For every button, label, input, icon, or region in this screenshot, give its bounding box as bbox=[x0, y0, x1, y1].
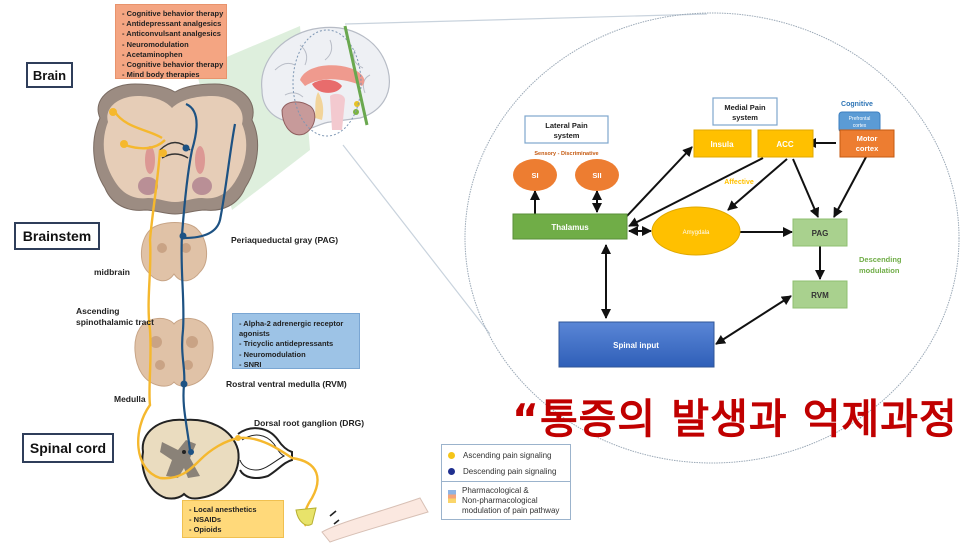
node-rvm-label: RVM bbox=[811, 291, 829, 300]
color-swatch-icon bbox=[448, 490, 456, 503]
node-pag bbox=[792, 218, 848, 247]
node-motor-cortex bbox=[839, 129, 895, 158]
medial-title-line2: system bbox=[732, 113, 758, 122]
node-spinal-input-label: Spinal input bbox=[613, 341, 659, 350]
label-midbrain: midbrain bbox=[94, 267, 130, 277]
treatment-item: - Acetaminophen bbox=[122, 49, 183, 59]
node-si-label: SI bbox=[531, 171, 538, 180]
legend-item-modulation: Pharmacological & Non-pharmacological mo… bbox=[442, 482, 570, 519]
treatment-box-brainstem: - Alpha-2 adrenergic receptor agonists -… bbox=[232, 313, 360, 369]
node-insula bbox=[693, 129, 752, 158]
label-rvm: Rostral ventral medulla (RVM) bbox=[226, 379, 347, 389]
treatment-item: - Neuromodulation bbox=[122, 39, 189, 49]
legend-label: Ascending pain signaling bbox=[463, 450, 552, 460]
arrow-acc-pag bbox=[792, 158, 820, 218]
treatment-item: - Antidepressant analgesics bbox=[122, 19, 222, 29]
descending-modulation-line1: Descending bbox=[859, 255, 902, 264]
descending-modulation-line2: modulation bbox=[859, 266, 900, 275]
treatment-item: - Cognitive behavior therapy bbox=[122, 60, 224, 70]
arrow-motor-pag bbox=[833, 156, 867, 218]
treatment-box-brain: - Cognitive behavior therapy - Antidepre… bbox=[115, 4, 227, 79]
label-ascending-line1: Ascending bbox=[76, 306, 120, 316]
lateral-title-line2: system bbox=[554, 131, 580, 140]
sagittal-brain bbox=[261, 25, 390, 137]
zoom-guide-line-top bbox=[344, 13, 708, 25]
legend-item-descending: Descending pain signaling bbox=[442, 463, 570, 479]
label-drg: Dorsal root ganglion (DRG) bbox=[254, 418, 365, 428]
node-prefrontal-label-1: Prefrontal bbox=[849, 116, 871, 122]
affective-label: Affective bbox=[724, 179, 754, 186]
node-rvm bbox=[792, 280, 848, 309]
page-title: “통증의 발생과 억제과정 ” bbox=[512, 395, 966, 443]
node-prefrontal-label-2: cortex bbox=[853, 123, 867, 129]
arrow-acc-amygdala bbox=[727, 158, 788, 211]
treatment-item: agonists bbox=[239, 329, 270, 339]
navy-dot-icon bbox=[448, 467, 455, 475]
legend: Ascending pain signaling Descending pain… bbox=[441, 444, 571, 520]
region-label-spinal-cord: Spinal cord bbox=[22, 433, 114, 463]
node-prefrontal-cortex bbox=[838, 111, 881, 133]
node-si bbox=[513, 159, 557, 191]
coronal-brain-slice bbox=[93, 83, 259, 215]
magnifier-circle bbox=[464, 12, 960, 464]
region-label-brain: Brain bbox=[26, 62, 73, 88]
sensory-discriminative-label: Sensory - Discriminative bbox=[534, 151, 598, 157]
region-label-brainstem: Brainstem bbox=[14, 222, 100, 250]
treatment-item: - Cognitive behavior therapy bbox=[122, 9, 224, 18]
legend-item-ascending: Ascending pain signaling bbox=[442, 447, 570, 463]
treatment-item: - Tricyclic antidepressants bbox=[239, 339, 334, 349]
node-sii-label: SII bbox=[592, 171, 601, 180]
node-amygdala bbox=[651, 206, 741, 256]
peripheral-nerve-ending bbox=[295, 497, 429, 543]
node-thalamus bbox=[512, 213, 628, 240]
legend-label: modulation of pain pathway bbox=[462, 506, 560, 515]
treatment-item: - NSAIDs bbox=[189, 515, 222, 525]
lateral-pain-system-box bbox=[524, 115, 609, 144]
node-amygdala-label: Amygdala bbox=[683, 230, 710, 236]
treatment-item: - Mind body therapies bbox=[122, 70, 200, 80]
label-ascending-line2: spinothalamic tract bbox=[76, 317, 154, 327]
treatment-item: - Alpha-2 adrenergic receptor bbox=[239, 319, 344, 328]
yellow-dot-icon bbox=[448, 451, 455, 459]
treatment-item: - Neuromodulation bbox=[239, 349, 306, 359]
medial-pain-system-box bbox=[712, 97, 778, 126]
node-thalamus-label: Thalamus bbox=[551, 223, 589, 232]
medulla-section bbox=[134, 318, 214, 387]
legend-label: Pharmacological & bbox=[462, 486, 529, 495]
node-acc bbox=[757, 129, 814, 158]
node-motor-label-1: Motor bbox=[857, 134, 878, 143]
node-insula-label: Insula bbox=[710, 140, 734, 149]
descending-pathway bbox=[180, 102, 237, 451]
treatment-item: - Local anesthetics bbox=[189, 505, 257, 514]
arrow-thalamus-insula bbox=[626, 146, 693, 217]
ascending-pathway bbox=[113, 111, 319, 527]
treatment-item: - Opioids bbox=[189, 525, 222, 535]
node-pag-label: PAG bbox=[812, 229, 829, 238]
zoom-guide-line-bottom bbox=[342, 144, 491, 335]
node-spinal-input bbox=[558, 321, 715, 368]
treatment-item: - SNRI bbox=[239, 359, 262, 369]
node-motor-label-2: cortex bbox=[856, 144, 879, 153]
node-acc-label: ACC bbox=[776, 140, 794, 149]
legend-label: Non-pharmacological bbox=[462, 496, 538, 505]
treatment-box-spinal: - Local anesthetics - NSAIDs - Opioids bbox=[182, 500, 284, 538]
label-pag: Periaqueductal gray (PAG) bbox=[231, 235, 339, 245]
node-sii bbox=[575, 159, 619, 191]
cognitive-label: Cognitive bbox=[841, 101, 873, 108]
arrow-acc-thalamus bbox=[628, 157, 764, 227]
arrow-rvm-spinal bbox=[715, 295, 792, 345]
label-medulla: Medulla bbox=[114, 394, 146, 404]
treatment-item: - Anticonvulsant analgesics bbox=[122, 29, 221, 39]
medial-title-line1: Medial Pain bbox=[724, 103, 766, 112]
legend-label: Descending pain signaling bbox=[463, 466, 557, 476]
lateral-title-line1: Lateral Pain bbox=[545, 121, 588, 130]
